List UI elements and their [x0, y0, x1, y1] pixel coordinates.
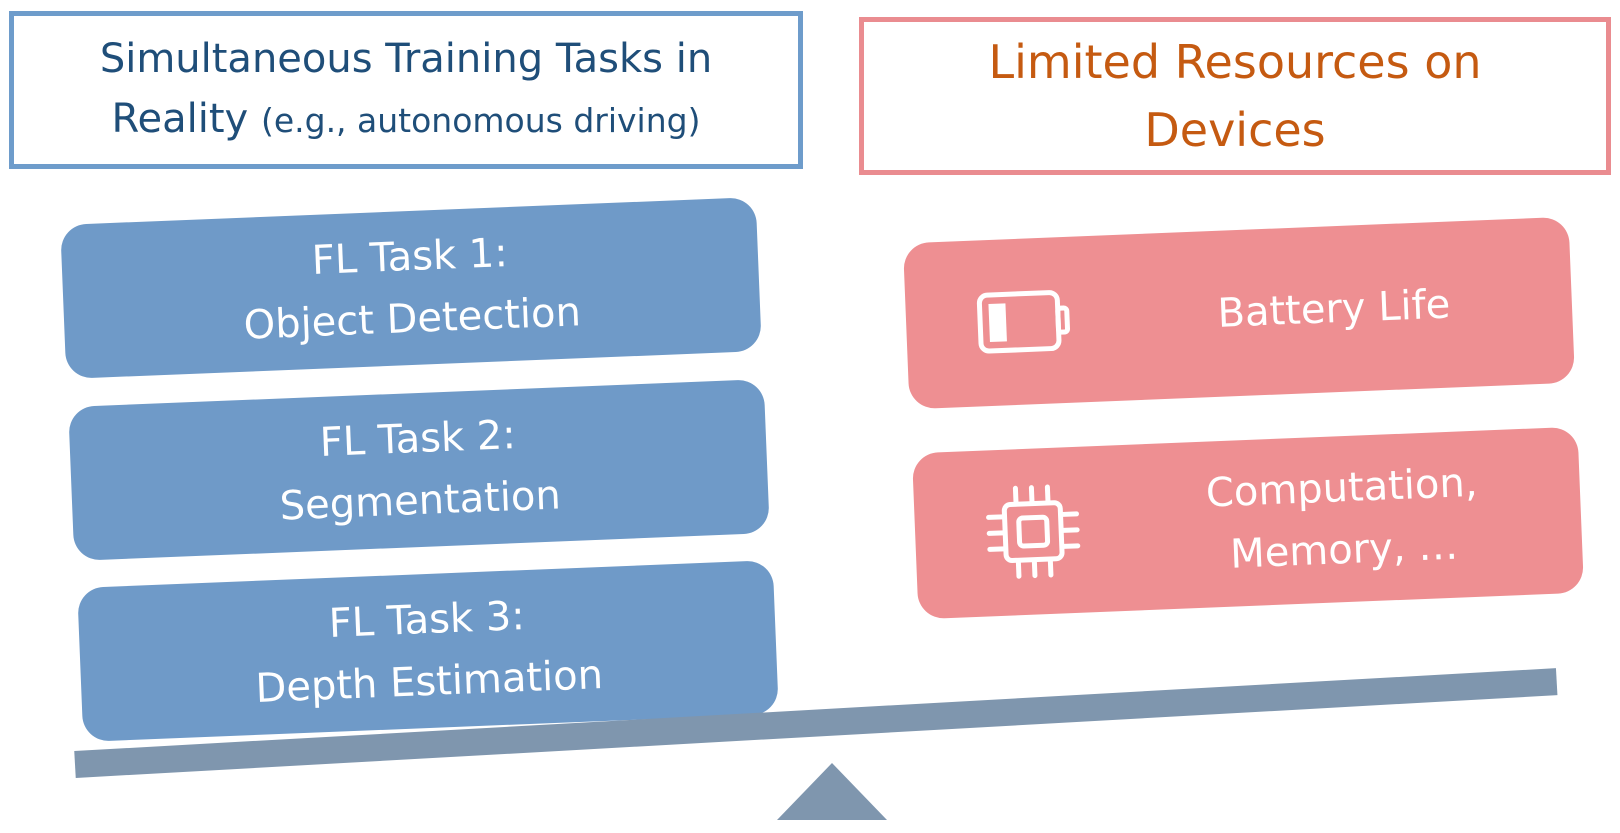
task-block-2: FL Task 2: Segmentation [68, 379, 770, 561]
left-header-note: (e.g., autonomous driving) [260, 101, 701, 140]
left-header-line1: Simultaneous Training Tasks in [99, 36, 713, 82]
battery-low-icon [976, 290, 1071, 354]
task-block-3: FL Task 3: Depth Estimation [77, 560, 779, 742]
right-header-line2: Devices [1144, 103, 1326, 157]
task-2-name: Segmentation [278, 472, 562, 530]
right-header-line1: Limited Resources on [988, 35, 1482, 89]
right-header-box: Limited Resources on Devices [859, 17, 1611, 175]
battery-life-label: Battery Life [1216, 281, 1452, 337]
task-2-title: FL Task 2: [318, 412, 517, 466]
left-header-box: Simultaneous Training Tasks in Reality (… [9, 11, 803, 169]
resource-block-battery: Battery Life [902, 216, 1576, 410]
task-3-title: FL Task 3: [327, 593, 526, 647]
left-header-line2: Reality (e.g., autonomous driving) [112, 89, 701, 151]
left-header-reality: Reality [111, 96, 249, 142]
task-block-1: FL Task 1: Object Detection [60, 197, 762, 379]
chip-icon [986, 484, 1081, 579]
task-3-name: Depth Estimation [254, 652, 604, 712]
resource-block-compute: Computation, Memory, … [911, 426, 1585, 620]
fulcrum-triangle [777, 763, 887, 820]
task-1-title: FL Task 1: [310, 230, 509, 284]
compute-memory-label: Computation, Memory, … [1163, 450, 1524, 588]
task-1-name: Object Detection [242, 289, 582, 349]
